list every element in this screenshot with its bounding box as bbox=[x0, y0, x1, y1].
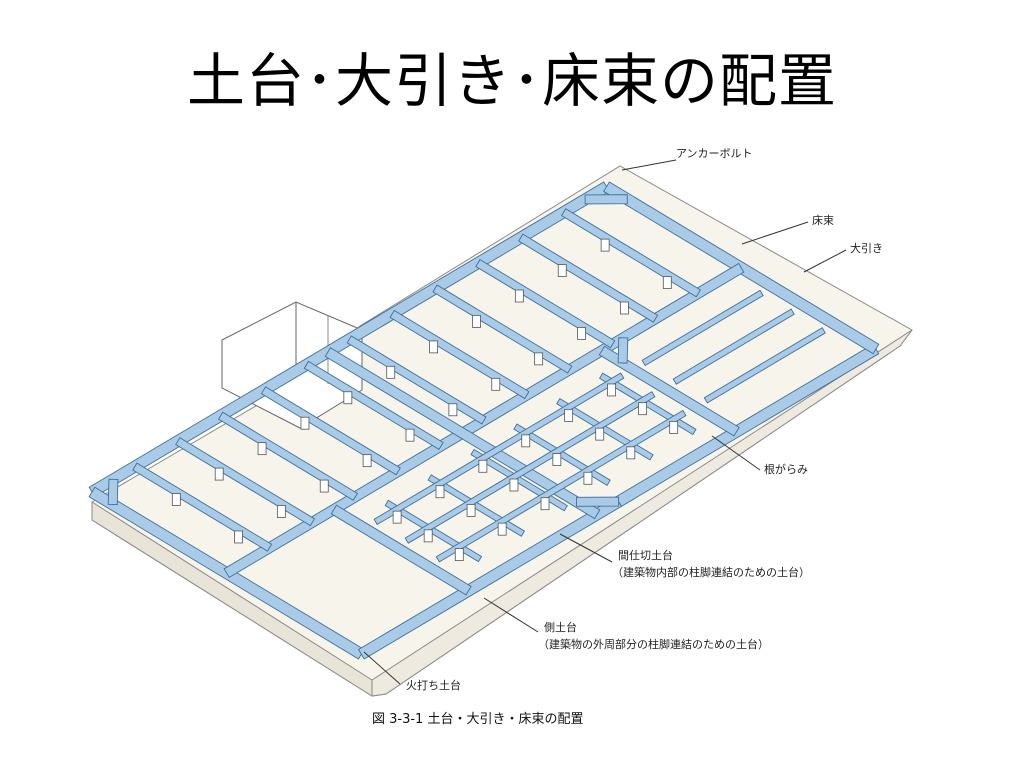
floor-post-14 bbox=[472, 315, 481, 328]
floor-posts bbox=[171, 238, 679, 561]
floor-post-17 bbox=[577, 327, 586, 340]
floor-post-31 bbox=[521, 434, 531, 448]
floor-post-30 bbox=[540, 497, 550, 511]
sleeper bbox=[217, 411, 359, 501]
floor-post-11 bbox=[448, 403, 458, 417]
sleeper bbox=[260, 386, 401, 476]
floor-post-21 bbox=[662, 276, 672, 289]
floor-post-8 bbox=[343, 391, 353, 405]
floor-post-1 bbox=[234, 530, 243, 544]
page-title: 土台･大引き･床束の配置 bbox=[186, 47, 837, 115]
sleeper bbox=[432, 284, 573, 374]
floor-post-20 bbox=[600, 238, 610, 252]
floor-post-27 bbox=[497, 522, 507, 536]
sleeper bbox=[641, 289, 764, 367]
floor-post-22 bbox=[392, 510, 402, 524]
label-floor-post: 床束 bbox=[812, 214, 834, 227]
floor-post-18 bbox=[557, 264, 567, 277]
label-anchor-bolt: アンカーボルト bbox=[676, 147, 753, 160]
label-side-sill-note: （建築物の外周部分の柱脚連結のための土台） bbox=[538, 638, 769, 651]
floor-post-37 bbox=[607, 383, 616, 397]
floor-post-23 bbox=[423, 529, 433, 543]
floor-post-3 bbox=[276, 505, 286, 518]
sleeper bbox=[389, 309, 530, 400]
leader-lines bbox=[363, 159, 847, 685]
sleeper bbox=[518, 233, 659, 323]
floor-post-0 bbox=[171, 493, 181, 506]
figure-caption: 図 3-3-1 土台・大引き・床束の配置 bbox=[372, 712, 584, 727]
floor-post-33 bbox=[583, 471, 593, 485]
partition-sill bbox=[598, 345, 740, 437]
floor-post-19 bbox=[620, 301, 629, 315]
foundation-front bbox=[371, 329, 913, 697]
floor-post-13 bbox=[491, 377, 501, 391]
floor-post-28 bbox=[478, 459, 488, 473]
floor-post-2 bbox=[214, 467, 224, 481]
sleeper bbox=[475, 258, 616, 349]
floor-post-7 bbox=[362, 454, 372, 468]
label-brace-sill: 火打ち土台 bbox=[406, 679, 461, 692]
partition-sill bbox=[324, 347, 601, 520]
sleeper bbox=[132, 462, 273, 552]
partition-sill bbox=[330, 504, 472, 596]
sleeper bbox=[703, 327, 826, 404]
floor-post-25 bbox=[435, 485, 445, 499]
sleeper bbox=[672, 308, 795, 385]
label-partition-sill: 間仕切土台 bbox=[618, 549, 673, 562]
floor-post-6 bbox=[300, 416, 310, 430]
floor-post-4 bbox=[257, 442, 267, 456]
floor-post-26 bbox=[466, 504, 476, 517]
brace-sill bbox=[107, 478, 119, 506]
label-partition-sill-note: （建築物内部の柱脚連結のための土台） bbox=[612, 566, 810, 579]
floor-post-24 bbox=[454, 548, 464, 561]
brace-sill bbox=[584, 194, 628, 205]
floor-post-35 bbox=[595, 427, 605, 441]
floor-post-15 bbox=[534, 352, 544, 366]
floor-post-38 bbox=[638, 402, 647, 416]
floor-post-34 bbox=[564, 408, 574, 422]
timber-frame bbox=[88, 181, 880, 660]
sleeper bbox=[303, 360, 444, 450]
brace-sill bbox=[576, 496, 620, 507]
label-side-sill: 側土台 bbox=[544, 621, 577, 634]
sleeper bbox=[175, 437, 316, 527]
floor-post-32 bbox=[552, 453, 562, 466]
floor-post-16 bbox=[514, 289, 524, 303]
floor-post-36 bbox=[626, 446, 636, 460]
floor-post-39 bbox=[669, 420, 679, 434]
label-nebarami: 根がらみ bbox=[764, 463, 808, 476]
floor-post-9 bbox=[405, 428, 415, 442]
floor-post-10 bbox=[386, 365, 396, 379]
brace-sill bbox=[617, 337, 629, 364]
floor-post-29 bbox=[509, 478, 519, 492]
sleeper bbox=[346, 335, 487, 425]
sleeper bbox=[560, 208, 702, 298]
floor-post-5 bbox=[319, 479, 329, 493]
label-sleeper: 大引き bbox=[850, 242, 883, 255]
floor-post-12 bbox=[429, 340, 439, 354]
